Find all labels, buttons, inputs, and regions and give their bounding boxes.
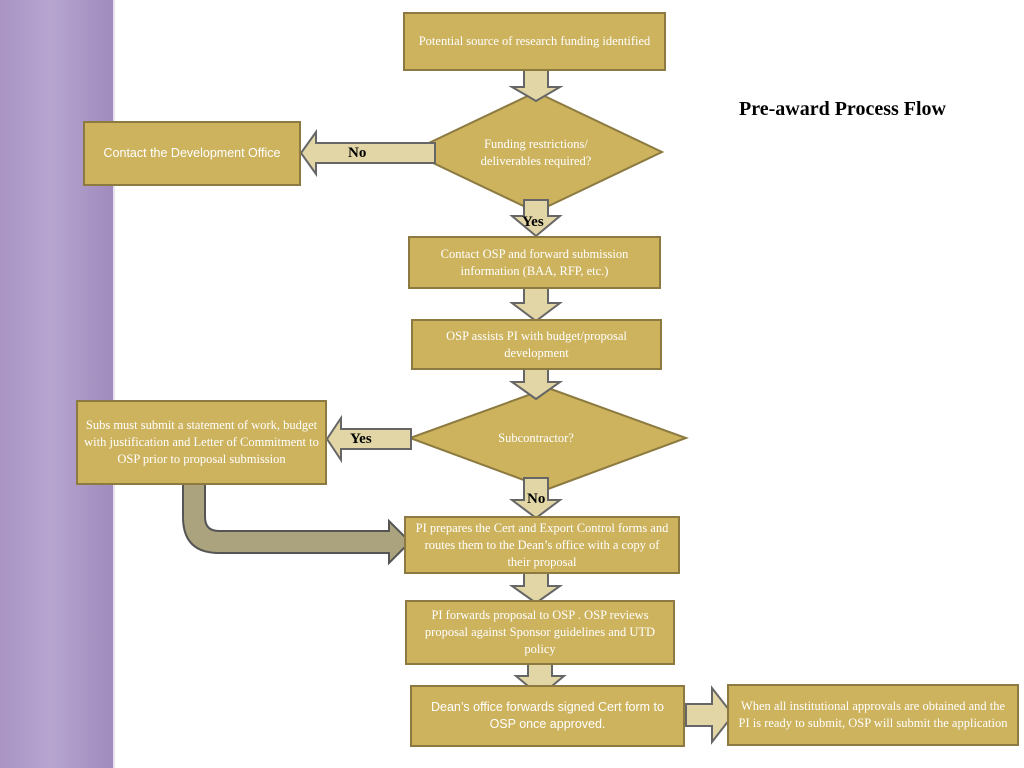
label-d2-no: No — [527, 491, 546, 507]
step-osp-submits: When all institutional approvals are obt… — [727, 684, 1019, 746]
decision-funding-restrictions: Funding restrictions/ deliverables requi… — [480, 137, 592, 168]
step-funding-identified: Potential source of research funding ide… — [403, 12, 666, 71]
step-osp-assists: OSP assists PI with budget/proposal deve… — [411, 319, 662, 370]
page-title: Pre-award Process Flow — [739, 98, 946, 120]
arrow-d2-to-subs — [325, 414, 412, 464]
label-d1-yes: Yes — [522, 214, 544, 230]
label-d1-no: No — [348, 145, 367, 161]
arrow-n4-to-n5 — [508, 572, 564, 605]
step-contact-development-office: Contact the Development Office — [83, 121, 301, 186]
sidebar-divider — [113, 0, 115, 768]
step-pi-prepares-cert: PI prepares the Cert and Export Control … — [404, 516, 680, 574]
decision-subcontractor: Subcontractor? — [498, 430, 574, 445]
arrow-d2-to-n4 — [509, 477, 563, 520]
step-pi-forwards-proposal: PI forwards proposal to OSP . OSP review… — [405, 600, 675, 665]
arrow-d1-to-n2 — [509, 199, 563, 238]
arrow-subs-to-n4 — [182, 483, 412, 566]
step-contact-osp: Contact OSP and forward submission infor… — [408, 236, 661, 289]
arrow-d1-to-dev-office — [299, 128, 436, 178]
arrow-n6-to-n7 — [685, 685, 735, 745]
arrow-n3-to-d2 — [508, 368, 564, 401]
arrow-n2-to-n3 — [509, 287, 563, 323]
arrow-n1-to-d1 — [508, 69, 564, 103]
label-d2-yes: Yes — [350, 431, 372, 447]
step-deans-office-forwards: Dean’s office forwards signed Cert form … — [410, 685, 685, 747]
step-subs-submit: Subs must submit a statement of work, bu… — [76, 400, 327, 485]
